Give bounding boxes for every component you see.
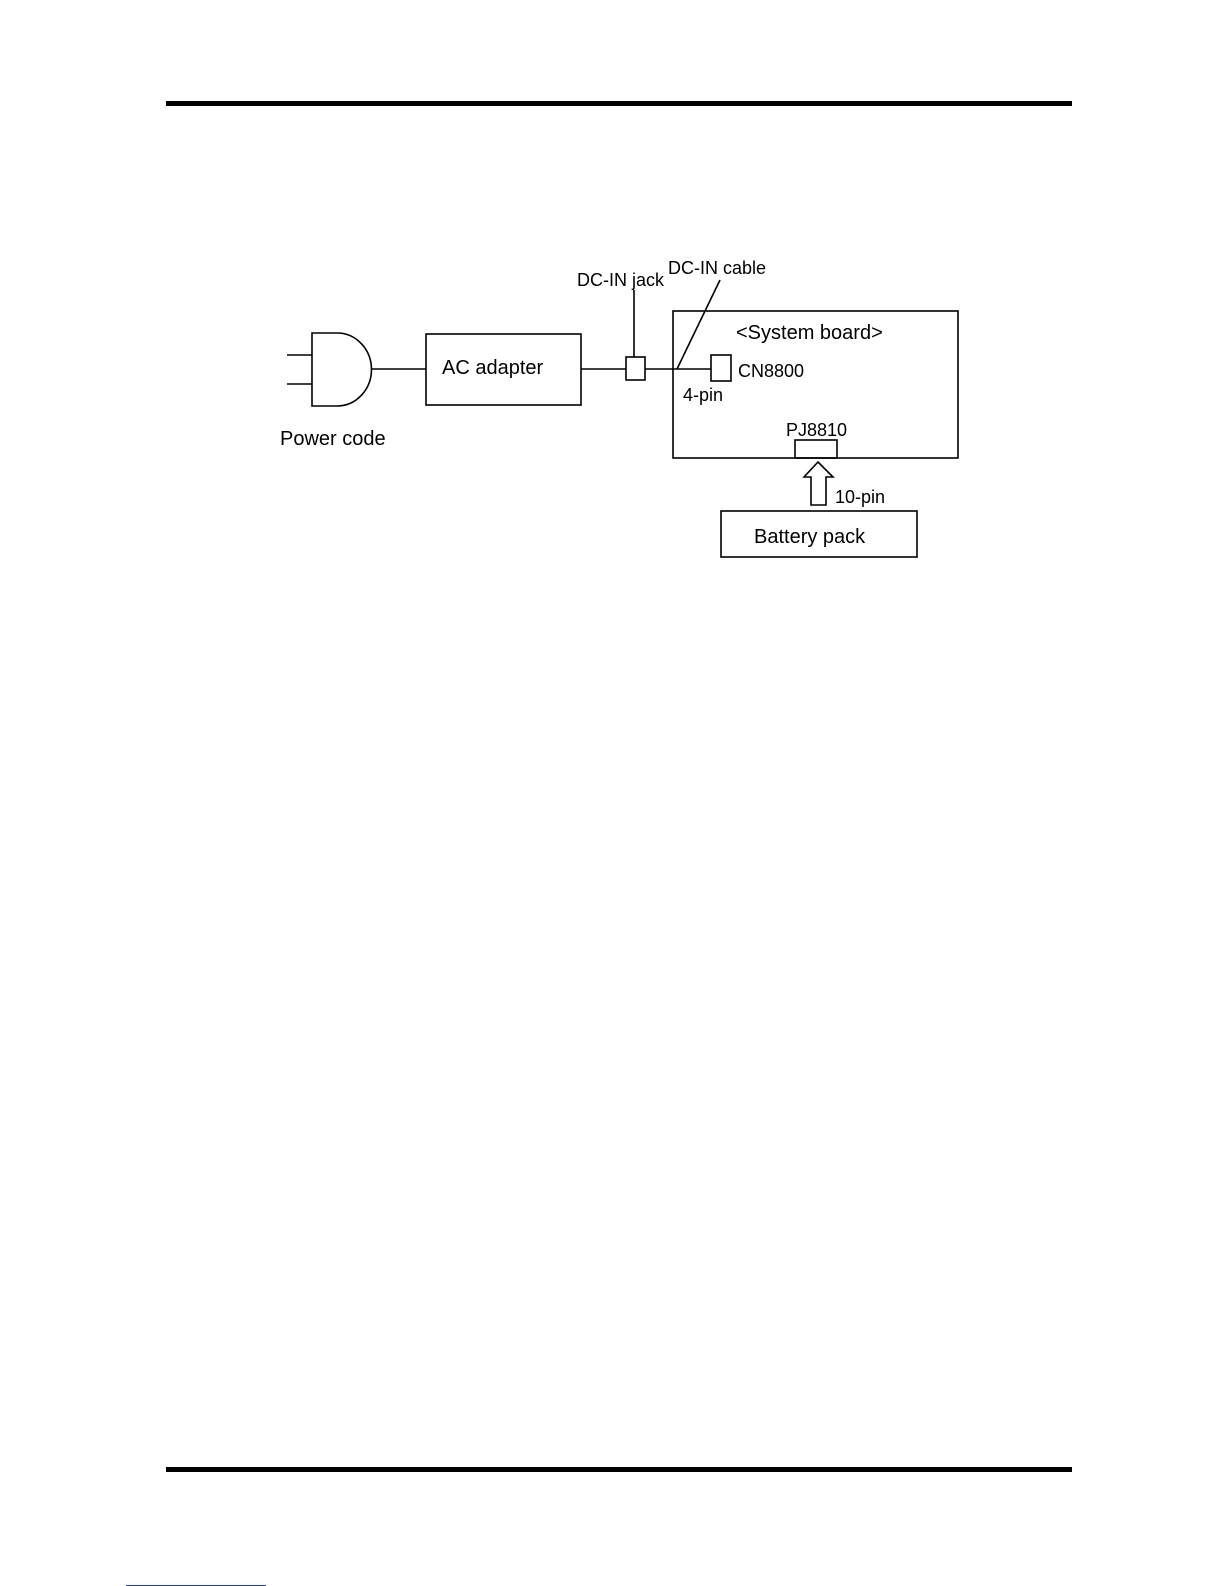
system-board-label: <System board> (736, 322, 883, 344)
pj8810-connector (795, 440, 837, 458)
dc-in-jack (626, 357, 645, 380)
dc-in-cable-label: DC-IN cable (668, 258, 766, 278)
pj8810-label: PJ8810 (786, 420, 847, 440)
ac-adapter-label: AC adapter (442, 357, 544, 379)
battery-pack-label: Battery pack (754, 526, 866, 548)
cn8800-connector (711, 355, 731, 381)
power-code-label: Power code (280, 428, 386, 450)
four-pin-label: 4-pin (683, 385, 723, 405)
footer-rule (166, 1467, 1072, 1472)
cn8800-label: CN8800 (738, 361, 804, 381)
dc-in-jack-label: DC-IN jack (577, 270, 665, 290)
ten-pin-label: 10-pin (835, 487, 885, 507)
power-plug (287, 333, 371, 406)
battery-to-board-arrow (804, 462, 833, 505)
